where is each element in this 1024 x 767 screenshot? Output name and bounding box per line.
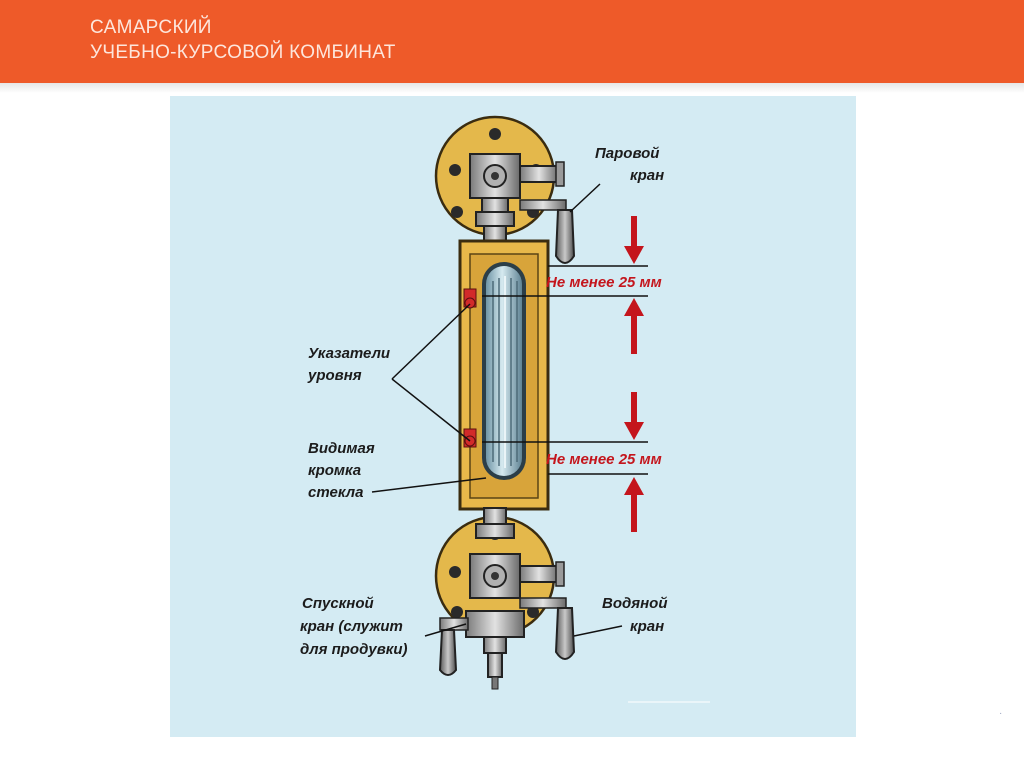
- steam-valve-body: [469, 153, 576, 264]
- drain-valve-label: Спускной кран (служит для продувки): [300, 595, 408, 658]
- water-valve-body: [438, 507, 576, 690]
- org-line-1: САМАРСКИЙ: [90, 17, 212, 38]
- upper-measurement-label: Не менее 25 мм: [546, 274, 662, 291]
- visible-edge-label: Видимая кромка стекла: [308, 440, 379, 501]
- org-line-2: УЧЕБНО-КУРСОВОЙ КОМБИНАТ: [90, 42, 396, 63]
- steam-valve-label: Паровой кран: [595, 145, 664, 184]
- slide-header: САМАРСКИЙ УЧЕБНО-КУРСОВОЙ КОМБИНАТ: [0, 0, 1024, 83]
- header-shadow: [0, 83, 1024, 93]
- water-valve-label: Водяной кран: [602, 595, 672, 635]
- organization-name: САМАРСКИЙ УЧЕБНО-КУРСОВОЙ КОМБИНАТ: [90, 15, 396, 65]
- upper-measurement: [482, 216, 648, 354]
- lower-measurement-label: Не менее 25 мм: [546, 451, 662, 468]
- water-gauge-diagram: Паровой кран Не менее 25 мм Не менее 25 …: [170, 96, 856, 737]
- level-indicators-label: Указатели уровня: [307, 345, 394, 384]
- lower-measurement: [482, 392, 648, 532]
- gauge-illustration: Паровой кран Не менее 25 мм Не менее 25 …: [300, 115, 710, 703]
- gauge-frame: [458, 239, 550, 511]
- slide-dot: ·: [999, 708, 1003, 719]
- leader-lines: [371, 183, 623, 637]
